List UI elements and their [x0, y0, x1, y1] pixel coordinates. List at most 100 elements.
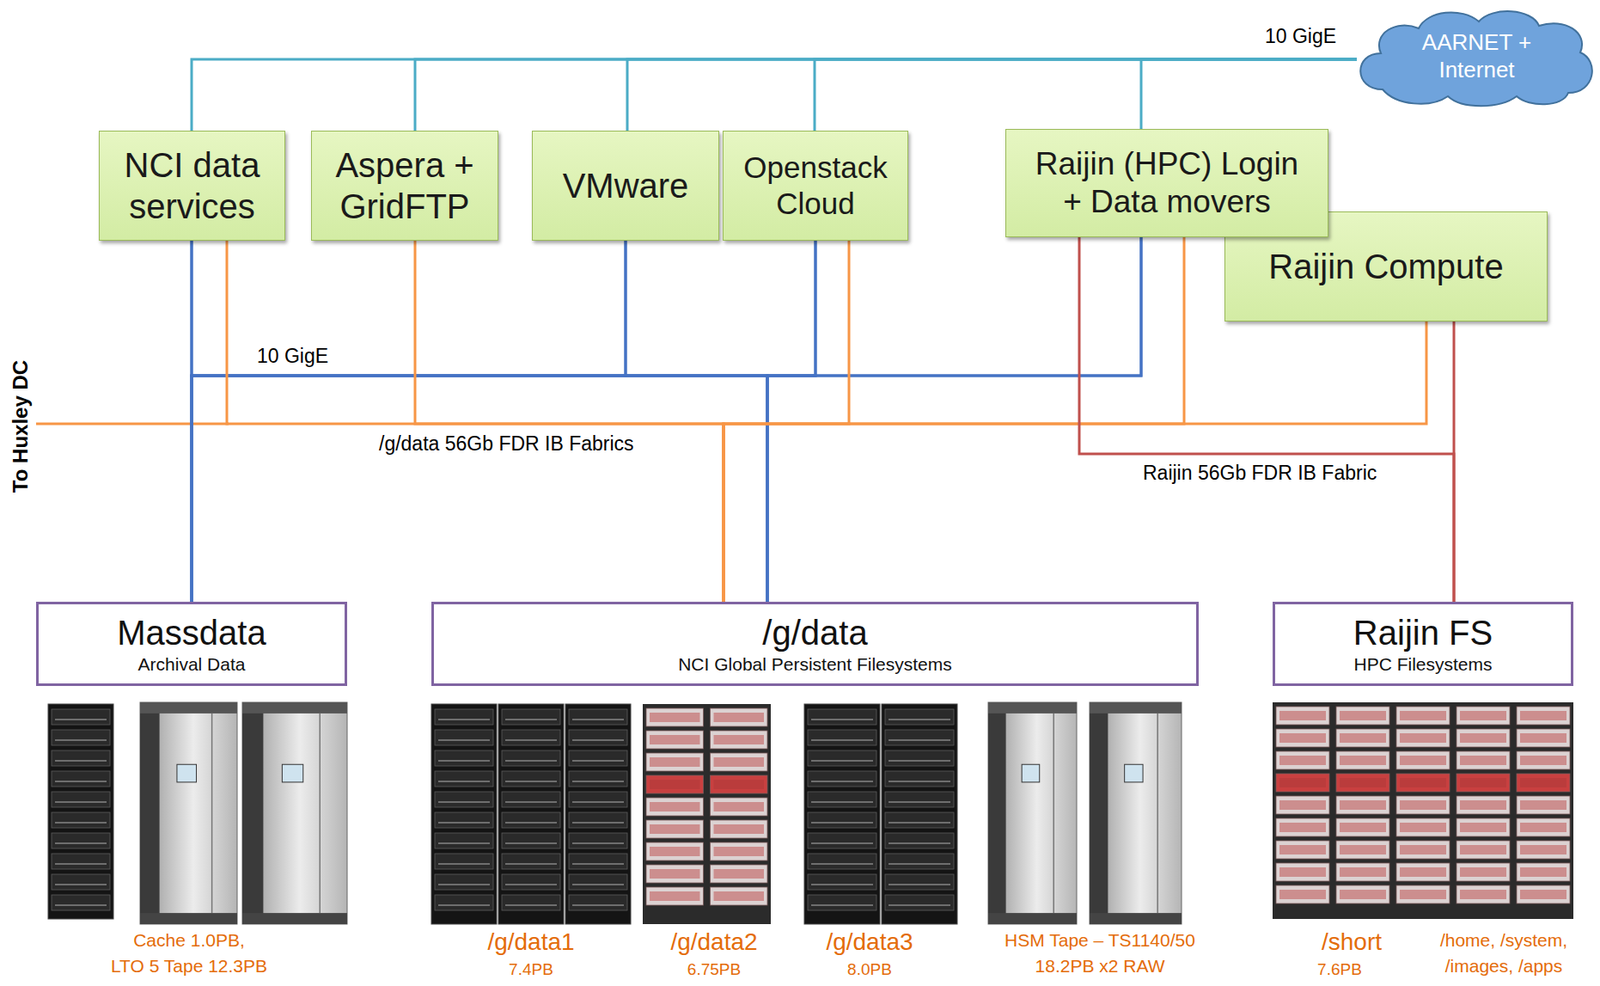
drawer: [1276, 840, 1330, 859]
drawer-glow: [1399, 867, 1447, 877]
rack-stripe: [438, 883, 490, 886]
network-link: [625, 240, 768, 602]
drawer: [646, 708, 704, 727]
drawer: [1336, 728, 1390, 747]
rack-shelf: [568, 750, 628, 766]
drawer: [1456, 773, 1510, 792]
rack-stripe: [438, 780, 490, 782]
rack-shelf: [51, 812, 110, 828]
network-link: [1141, 59, 1357, 129]
network-link: [767, 240, 816, 602]
network-link: [767, 237, 1142, 602]
drawer: [1516, 728, 1570, 747]
rack-shelf: [501, 791, 561, 807]
storage-caption: /g/data1: [487, 928, 575, 956]
rack-stripe: [888, 842, 951, 844]
node-content: Raijin FSHPC Filesystems: [1275, 606, 1571, 681]
rack-shelf: [568, 791, 628, 807]
rack-stripe: [572, 800, 624, 803]
rack-shelf: [434, 894, 494, 910]
service-box: Raijin (HPC) Login + Data movers: [1005, 128, 1329, 238]
drawer-glow: [1339, 777, 1387, 788]
node-subtitle: NCI Global Persistent Filesystems: [440, 653, 1190, 676]
drawer-glow: [1520, 755, 1567, 765]
tape-base: [988, 912, 1077, 924]
rack-frame: [48, 703, 114, 919]
node-title: /g/data: [440, 611, 1190, 654]
drawer: [710, 886, 769, 905]
drawer-glow: [1399, 710, 1447, 721]
drawer-glow: [1459, 755, 1507, 765]
storage-box: /g/dataNCI Global Persistent Filesystems: [431, 601, 1199, 686]
node-title: Aspera + GridFTP: [320, 144, 489, 227]
drawer-glow: [1279, 889, 1326, 899]
rack-stripe: [54, 800, 107, 803]
rack-shelf: [568, 708, 628, 725]
drawer: [710, 775, 769, 794]
drawer-glow: [1520, 800, 1567, 810]
rack-stripe: [505, 780, 557, 782]
drawer-glow: [1520, 710, 1567, 721]
drawer: [646, 797, 704, 816]
drawer: [1276, 862, 1330, 881]
rack-stripe: [438, 718, 490, 721]
rack-stripe: [54, 780, 107, 782]
rack-frame: [642, 703, 771, 924]
network-link: [415, 240, 724, 602]
drawer: [1516, 773, 1570, 792]
rack-stripe: [888, 800, 951, 803]
drawer: [1456, 795, 1510, 814]
rack-stripe: [54, 842, 107, 844]
rack-shelf: [807, 708, 877, 725]
storage-caption: Cache 1.0PB,: [133, 929, 245, 951]
node-content: MassdataArchival Data: [38, 606, 345, 681]
rack-stripe: [888, 738, 951, 741]
rack-shelf: [501, 708, 561, 725]
tape-library: [242, 702, 348, 924]
drawer: [1456, 751, 1510, 770]
link-label: /g/data 56Gb FDR IB Fabrics: [377, 432, 636, 455]
rack-stripe: [811, 759, 874, 762]
link-label: 10 GigE: [1263, 24, 1338, 48]
rack-shelf: [434, 832, 494, 849]
link-label: Raijin 56Gb FDR IB Fabric: [1141, 461, 1379, 484]
network-link: [191, 237, 1142, 602]
tape-body: [242, 702, 348, 924]
network-link: [627, 59, 1357, 131]
drawer: [1396, 818, 1450, 837]
rack-shelf: [568, 729, 628, 746]
tape-seam: [1052, 713, 1055, 913]
drawer: [1396, 728, 1450, 747]
rack-stripe: [888, 862, 951, 865]
rack-shelf: [885, 708, 954, 725]
drawer: [1336, 862, 1390, 881]
rack-stripe: [888, 903, 951, 906]
storage-caption: 18.2PB x2 RAW: [1035, 955, 1166, 977]
network-link: [191, 240, 816, 602]
drawer-glow: [649, 757, 701, 767]
rack-stripe: [438, 903, 490, 906]
network-cloud: AARNET + Internet: [1356, 5, 1597, 108]
drawer-glow: [1339, 844, 1387, 855]
storage-caption: /short: [1321, 928, 1382, 956]
rack-shelf: [51, 708, 110, 725]
drawer-glow: [714, 734, 765, 745]
drawer: [1516, 862, 1570, 881]
rack-stripe: [811, 862, 874, 865]
drawer-glow: [1459, 867, 1507, 877]
rack-shelf: [51, 750, 110, 766]
drawer: [1336, 751, 1390, 770]
drawer: [710, 864, 769, 883]
drawer-glow: [649, 891, 701, 901]
tape-base: [1089, 912, 1182, 924]
direction-label: To Huxley DC: [8, 360, 33, 493]
rack-shelf: [434, 853, 494, 869]
drawer-glow: [1339, 800, 1387, 810]
service-box: Openstack Cloud: [722, 130, 909, 241]
rack-shelf: [885, 894, 954, 910]
rack-stripe: [505, 718, 557, 721]
rack-stripe: [438, 842, 490, 844]
rack-stripe: [811, 842, 874, 844]
drawer: [1336, 885, 1390, 904]
drawer: [1336, 773, 1390, 792]
